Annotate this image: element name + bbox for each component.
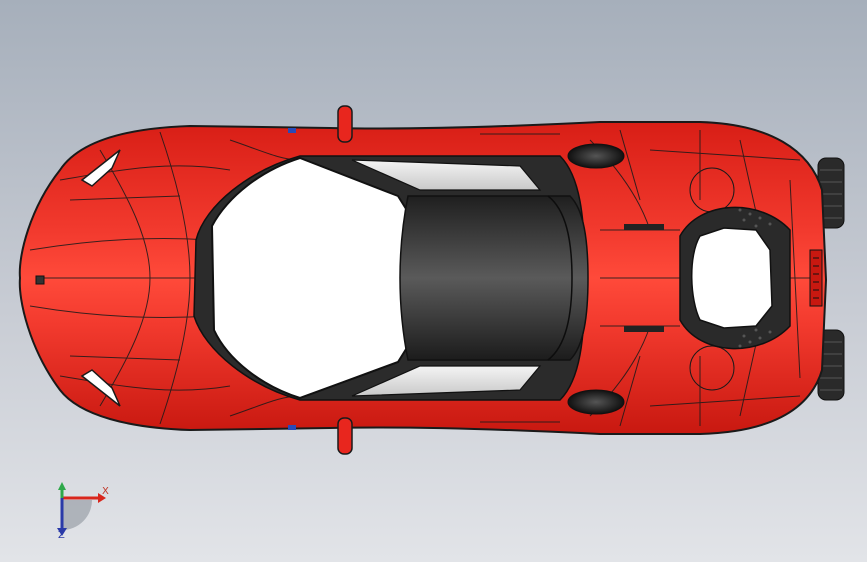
front-badge-icon	[35, 275, 45, 285]
headlight-top	[80, 149, 121, 187]
axis-x-label: X	[102, 486, 109, 497]
wheel-arch-rear-bottom	[689, 345, 735, 391]
mirror-marker-bottom	[288, 425, 296, 430]
panel-lines	[29, 129, 822, 427]
engine-vent-bottom	[624, 326, 664, 332]
rear-logo-plate	[809, 249, 823, 307]
rear-window	[691, 227, 773, 329]
roof	[399, 195, 589, 361]
headlight-bottom	[80, 369, 121, 407]
windshield	[210, 156, 409, 400]
side-vent-top	[567, 143, 625, 169]
side-window-bottom	[351, 365, 542, 397]
axis-z-label: Z	[58, 530, 65, 541]
coordinate-triad-icon	[57, 482, 106, 536]
side-mirror-bottom	[337, 417, 353, 455]
mirror-marker-top	[288, 128, 296, 133]
side-vent-bottom	[567, 389, 625, 415]
engine-vent-top	[624, 224, 664, 230]
side-window-top	[351, 159, 542, 191]
side-mirror-top	[337, 105, 353, 143]
